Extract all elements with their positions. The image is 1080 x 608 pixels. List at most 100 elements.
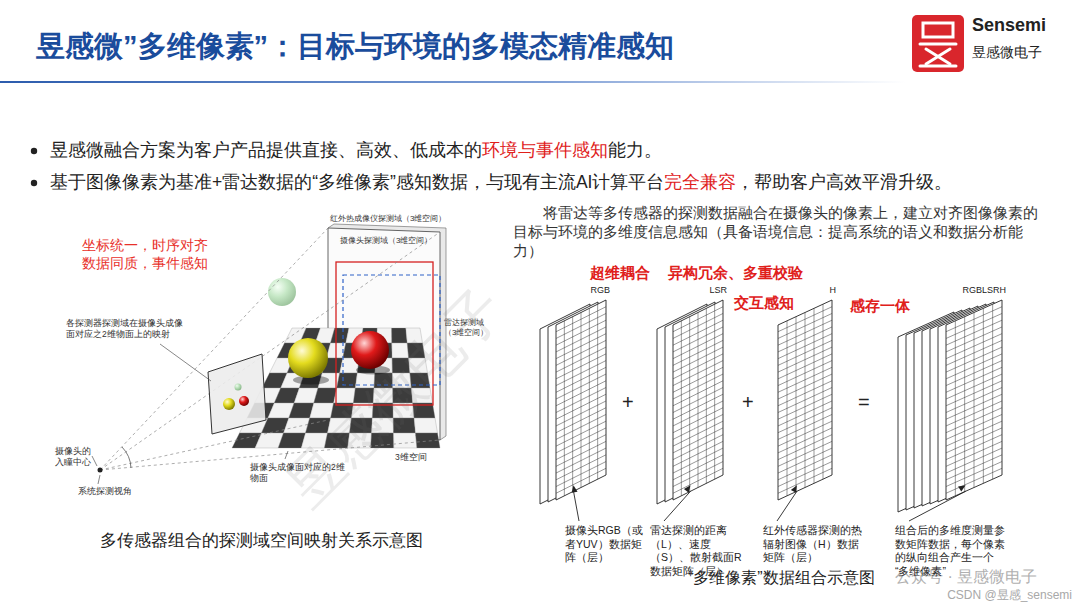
description: 将雷达等多传感器的探测数据融合在摄像头的像素上，建立对齐图像像素的目标与环境的多… xyxy=(513,203,1043,261)
matrix-grid xyxy=(556,340,606,365)
matrix-grid xyxy=(673,307,723,332)
bullet-line: 基于图像像素为基准+雷达数据的“多维像素”感知数据，与现有主流AI计算平台完全兼… xyxy=(50,172,952,193)
pupil-point xyxy=(98,468,103,473)
matrix-grid xyxy=(946,367,1002,392)
matrix-grid xyxy=(946,327,1002,352)
matrix-grid xyxy=(673,347,723,372)
operator: + xyxy=(742,390,754,415)
matrix-layer xyxy=(673,300,723,500)
matrix-grid xyxy=(673,428,723,453)
matrix-grid xyxy=(778,401,832,426)
matrix-grid xyxy=(673,313,723,338)
matrix-grid xyxy=(778,414,832,439)
layer-heading: RGB xyxy=(590,286,610,295)
mini-sphere xyxy=(223,398,235,410)
layer-description: 摄像头RGB（或者YUV）数据矩阵（层） xyxy=(565,524,645,565)
illustration-part xyxy=(926,49,950,64)
matrix-grid xyxy=(778,327,832,352)
matrix-grid xyxy=(556,408,606,433)
matrix-layer xyxy=(946,300,1002,500)
highlight: 超维耦合 xyxy=(590,264,650,283)
matrix-grid xyxy=(778,340,832,365)
matrix-drawing xyxy=(898,300,1006,512)
matrix-grid xyxy=(673,334,723,359)
bullet-text: 完全兼容 xyxy=(664,172,736,192)
matrix-grid xyxy=(778,394,832,419)
matrix-grid xyxy=(778,448,832,473)
arrowhead xyxy=(572,485,578,492)
matrix-grid xyxy=(946,421,1002,446)
illustration-part xyxy=(920,43,956,46)
matrix-grid xyxy=(778,374,832,399)
matrix-grid xyxy=(673,340,723,365)
logo-glyph xyxy=(920,23,956,66)
matrix-grid xyxy=(946,361,1002,386)
brand-name: Sensemi xyxy=(972,14,1046,37)
matrix-grid xyxy=(673,421,723,446)
matrix-grid xyxy=(556,374,606,399)
matrix-grid xyxy=(778,313,832,338)
layer-heading: RGBLSRH xyxy=(962,286,1006,295)
matrix-drawing xyxy=(657,300,727,504)
matrix-grid xyxy=(946,340,1002,365)
matrix-grid xyxy=(673,361,723,386)
matrix-grid xyxy=(556,455,606,480)
illustration-part xyxy=(920,65,956,68)
matrix-layer xyxy=(778,300,832,500)
matrix-stack: H红外传感器探测的热辐射图像（H）数据矩阵（层） xyxy=(778,300,836,500)
matrix-grid xyxy=(946,428,1002,453)
matrix-grid xyxy=(778,455,832,480)
annotation: 摄像头的入瞳中心 xyxy=(55,446,92,467)
matrix-grid xyxy=(673,367,723,392)
view-angle-arc xyxy=(122,447,131,468)
matrix-grid xyxy=(556,394,606,419)
matrix-grid xyxy=(556,414,606,439)
logo-square xyxy=(912,15,964,72)
matrix-grid xyxy=(673,462,723,487)
matrix-grid xyxy=(778,435,832,460)
floor-cell xyxy=(337,373,358,388)
matrix-grid xyxy=(556,428,606,453)
matrix-grid xyxy=(673,448,723,473)
matrix-grid xyxy=(556,381,606,406)
matrix-stack: RGBLSRH组合后的多维度测量参数矩阵数据，每个像素的纵向组合产生一个“多维像… xyxy=(898,300,1006,512)
bullet-text: ，帮助客户高效平滑升级。 xyxy=(736,172,952,192)
matrix-grid xyxy=(946,374,1002,399)
floor-cell xyxy=(314,388,337,403)
mini-sphere xyxy=(239,396,249,406)
matrix-grid xyxy=(673,394,723,419)
title-underline xyxy=(0,81,905,83)
domain-label: 红外热成像仪探测域（3维空间） xyxy=(330,214,446,224)
matrix-grid xyxy=(946,334,1002,359)
matrix-grid xyxy=(946,381,1002,406)
illustration-part xyxy=(926,49,950,64)
bullet-text: 基于图像像素为基准+雷达数据的“多维像素”感知数据，与现有主流AI计算平台 xyxy=(50,172,664,192)
floor-cell xyxy=(289,403,314,418)
matrix-grid xyxy=(946,388,1002,413)
yellow-sphere xyxy=(288,338,328,378)
matrix-grid xyxy=(673,435,723,460)
matrix-grid xyxy=(673,381,723,406)
annotation: 3维空间 xyxy=(395,452,427,463)
matrix-grid xyxy=(556,354,606,379)
matrix-grid xyxy=(556,462,606,487)
matrix-grid xyxy=(778,462,832,487)
matrix-grid xyxy=(778,320,832,345)
bullet-line: 昱感微融合方案为客户产品提供直接、高效、低成本的环境与事件感知能力。 xyxy=(50,140,662,161)
matrix-grid xyxy=(556,468,606,493)
matrix-grid xyxy=(556,320,606,345)
matrix-grid xyxy=(778,428,832,453)
matrix-grid xyxy=(673,414,723,439)
matrix-layer xyxy=(556,300,606,500)
matrix-grid xyxy=(556,421,606,446)
bullet-text: 环境与事件感知 xyxy=(482,140,608,160)
matrix-grid xyxy=(556,435,606,460)
matrix-grid xyxy=(673,327,723,352)
layer-description: 组合后的多维度测量参数矩阵数据，每个像素的纵向组合产生一个“多维像素” xyxy=(895,524,1007,579)
annotation: 各探测器探测域在摄像头成像面对应之2维物面上的映射 xyxy=(66,318,184,339)
matrix-grid xyxy=(946,441,1002,466)
matrix-grid xyxy=(556,448,606,473)
matrix-grid xyxy=(556,347,606,372)
